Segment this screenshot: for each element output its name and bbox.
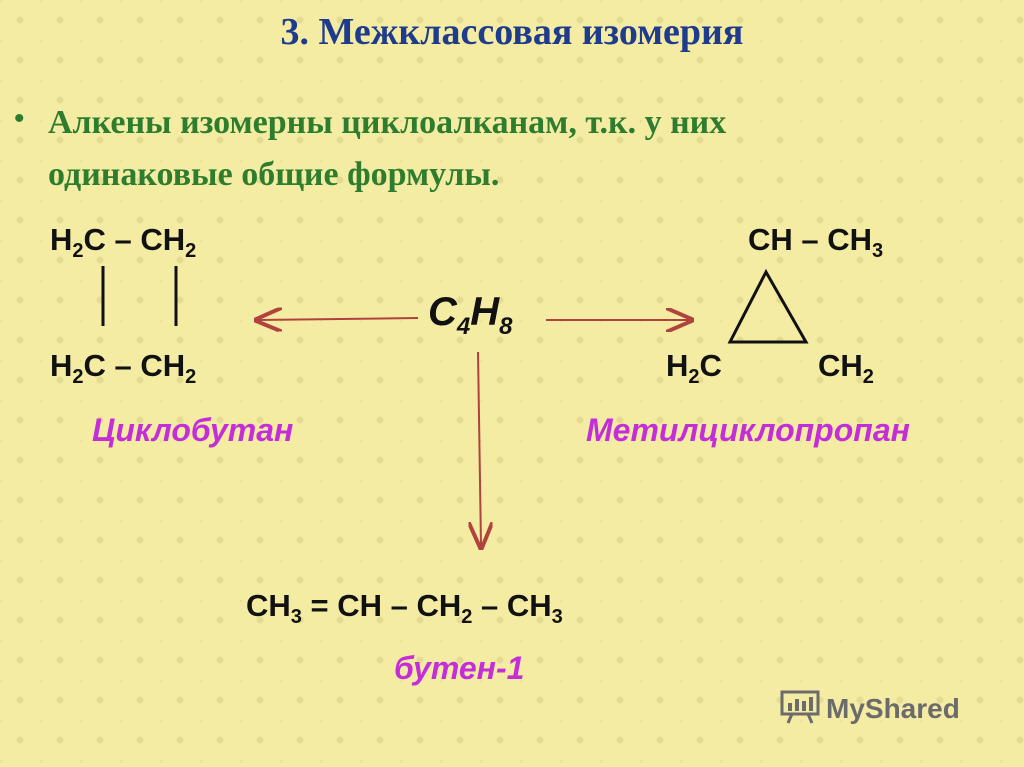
bullet-line-1: Алкены изомерны циклоалканам, т.к. у них [48,104,727,141]
bullet-line-2: одинаковые общие формулы. [48,156,500,193]
butene-label: бутен-1 [394,650,525,686]
methylcyclopropane-left: H2C [666,348,722,389]
arrow-to-butene [478,351,481,546]
general-formula: C4H8 [428,290,513,340]
methylcyclopropan-label: Метилциклопропан [586,412,910,448]
cyclopropane-ring [727,268,809,344]
watermark-text: MyShared [826,692,960,724]
methylcyclopropane-right: CH2 [818,348,874,389]
butene-formula: CH3 = CH – CH2 – CH3 [246,588,563,629]
slide-title: 3. Межклассовая изомерия [280,11,744,53]
cyclobutane-bottom: H2C – CH2 [50,348,197,389]
cyclobutane-top: H2C – CH2 [50,222,197,263]
watermark-logo: MyShared [780,690,960,731]
presentation-board-icon [780,690,820,731]
bullet-dot-icon: • [14,102,25,135]
cyclobutan-label: Циклобутан [92,412,294,448]
arrow-to-cyclobutan [258,318,419,320]
methylcyclopropane-top: CH – CH3 [748,222,884,263]
